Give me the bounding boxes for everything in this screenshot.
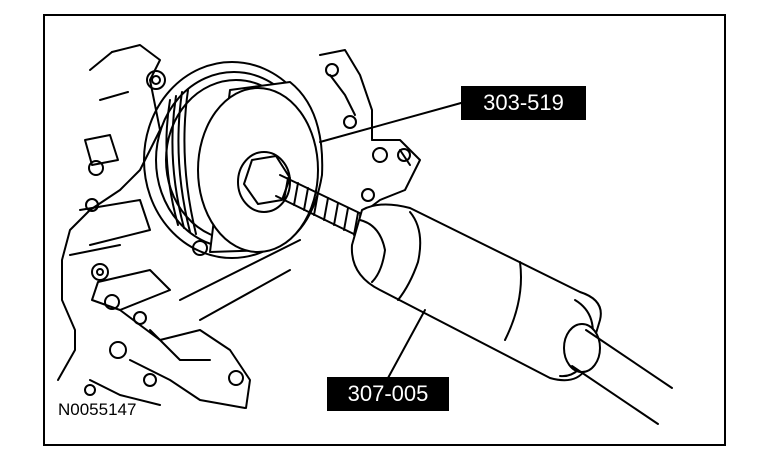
callout-307-005: 307-005 [327, 377, 449, 411]
seal-installer-tool-drawing [197, 81, 324, 253]
leader-line-303-519 [319, 102, 462, 143]
figure-id: N0055147 [58, 400, 137, 419]
figure-frame [43, 14, 726, 446]
handle-tool-drawing [350, 203, 673, 425]
engine-block-drawing [57, 44, 421, 409]
callout-303-519: 303-519 [461, 86, 586, 120]
leader-line-307-005 [387, 309, 426, 379]
threaded-rod-drawing [275, 174, 371, 239]
